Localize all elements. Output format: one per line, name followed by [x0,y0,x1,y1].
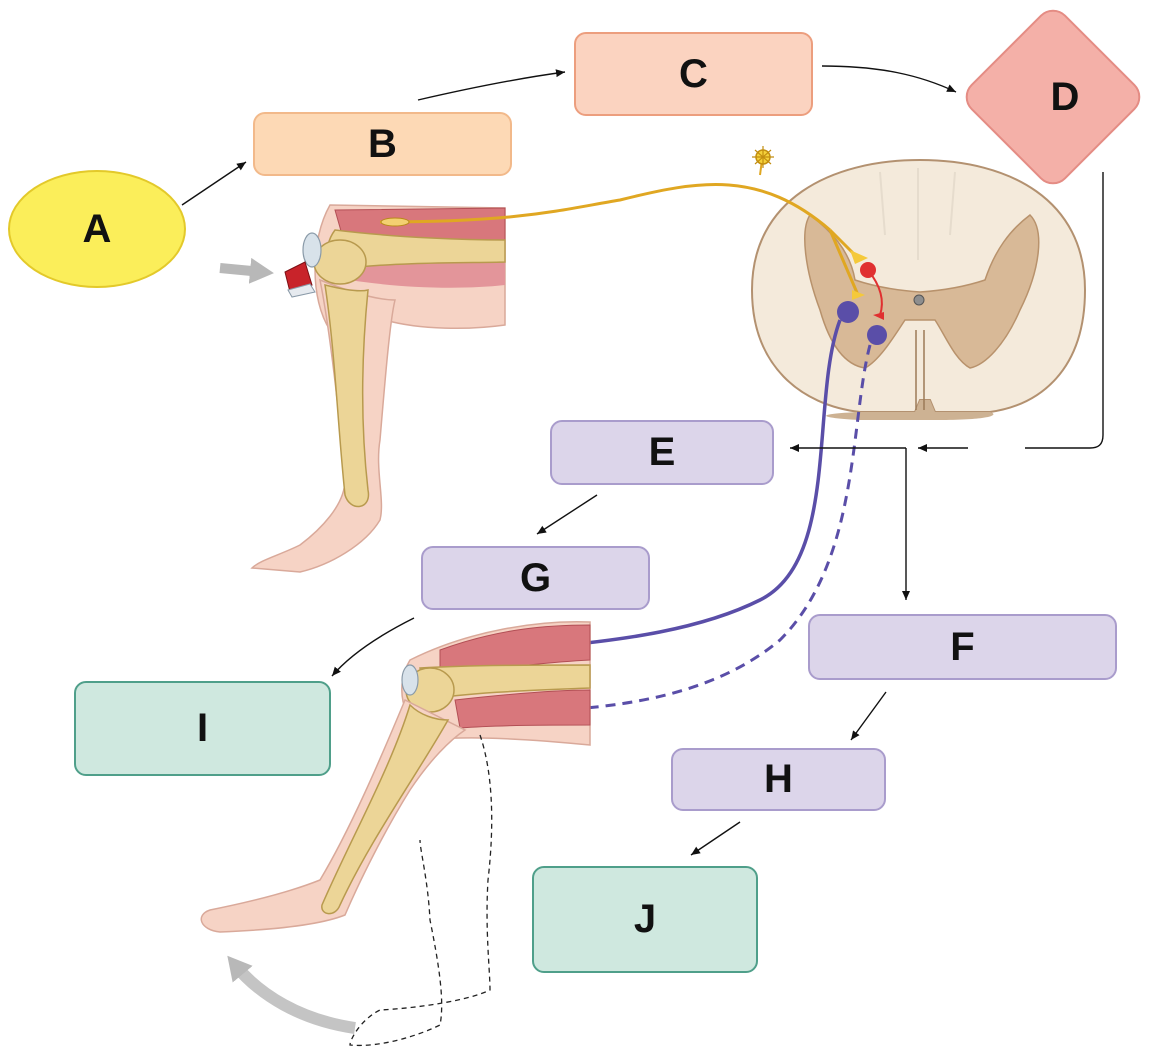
node-b: B [253,112,512,176]
node-h: H [671,748,886,811]
knee-tap-leg [250,146,831,573]
arrow-b-to-c [417,69,566,101]
node-f: F [808,614,1117,680]
arrow-h-to-j [690,821,741,856]
arrow-c-to-d [821,65,957,93]
node-d: D [1050,74,1080,119]
node-e: E [550,420,774,485]
arrow-g-to-i [331,617,415,677]
arrow-d-down [1025,172,1104,449]
node-j: J [532,866,758,973]
flow-arrows [181,65,1104,856]
node-i: I [74,681,331,776]
knee-extension-leg [200,621,591,1047]
node-g: G [421,546,650,610]
node-a: A [8,170,186,288]
kick-arrow [227,955,356,1034]
node-c: C [574,32,813,116]
spinal-cord-cross-section [750,158,1087,420]
arrow-e-to-g [536,494,598,535]
arrow-a-to-b [181,161,247,206]
tap-arrow [219,257,274,284]
arrow-f-to-h [850,691,887,741]
